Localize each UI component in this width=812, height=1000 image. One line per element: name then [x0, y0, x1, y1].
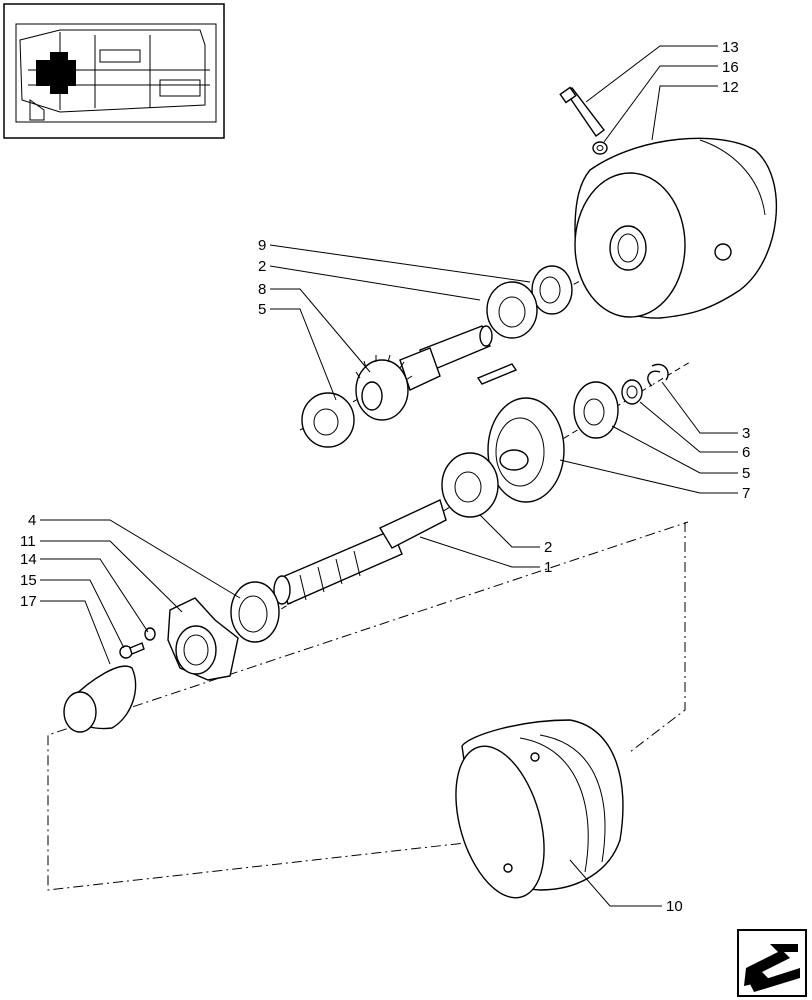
assembly-boundary-line [47, 521, 689, 891]
bearing-2-lower[interactable] [441, 452, 499, 518]
bearing-5-right[interactable] [573, 381, 619, 439]
callout-14[interactable]: 14 [20, 551, 37, 568]
bolt-15[interactable] [119, 642, 145, 659]
callout-10[interactable]: 10 [666, 898, 683, 915]
callout-2-upper[interactable]: 2 [258, 258, 266, 275]
washer-6[interactable] [621, 379, 643, 405]
flange-11[interactable] [167, 597, 239, 681]
circlip-3[interactable] [647, 363, 669, 387]
transmission-locator-thumbnail[interactable] [3, 3, 225, 139]
callout-2-lower[interactable]: 2 [544, 539, 552, 556]
callout-4[interactable]: 4 [28, 512, 36, 529]
housing-12[interactable] [574, 137, 778, 319]
callout-labels: 13 16 12 9 2 8 5 3 6 5 7 2 1 4 11 14 15 … [20, 39, 750, 915]
callout-17[interactable]: 17 [20, 593, 37, 610]
callout-8[interactable]: 8 [258, 281, 266, 298]
leader-lines [40, 45, 738, 907]
callout-7[interactable]: 7 [742, 485, 750, 502]
callout-9[interactable]: 9 [258, 237, 266, 254]
back-arrow-icon[interactable] [737, 929, 807, 997]
stud-13[interactable] [559, 86, 605, 137]
callout-5-left[interactable]: 5 [258, 301, 266, 318]
main-shaft-1[interactable] [273, 499, 447, 605]
cap-17[interactable] [63, 665, 137, 733]
callout-11[interactable]: 11 [20, 533, 36, 550]
bearing-9[interactable] [531, 265, 573, 315]
seal-4[interactable] [230, 581, 280, 643]
callout-3[interactable]: 3 [742, 425, 750, 442]
callout-6[interactable]: 6 [742, 444, 750, 461]
bearing-2-upper[interactable] [486, 281, 538, 339]
key[interactable] [476, 363, 518, 385]
callout-13[interactable]: 13 [722, 39, 739, 56]
bearing-5-left[interactable] [301, 392, 355, 448]
callout-5-right[interactable]: 5 [742, 465, 750, 482]
cover-10[interactable] [440, 719, 624, 908]
washer-16[interactable] [592, 141, 608, 155]
pinion-shaft-8[interactable] [355, 325, 493, 421]
callout-12[interactable]: 12 [722, 79, 739, 96]
callout-15[interactable]: 15 [20, 572, 37, 589]
gear-7[interactable] [487, 397, 565, 503]
callout-16[interactable]: 16 [722, 59, 739, 76]
callout-1[interactable]: 1 [544, 559, 552, 576]
